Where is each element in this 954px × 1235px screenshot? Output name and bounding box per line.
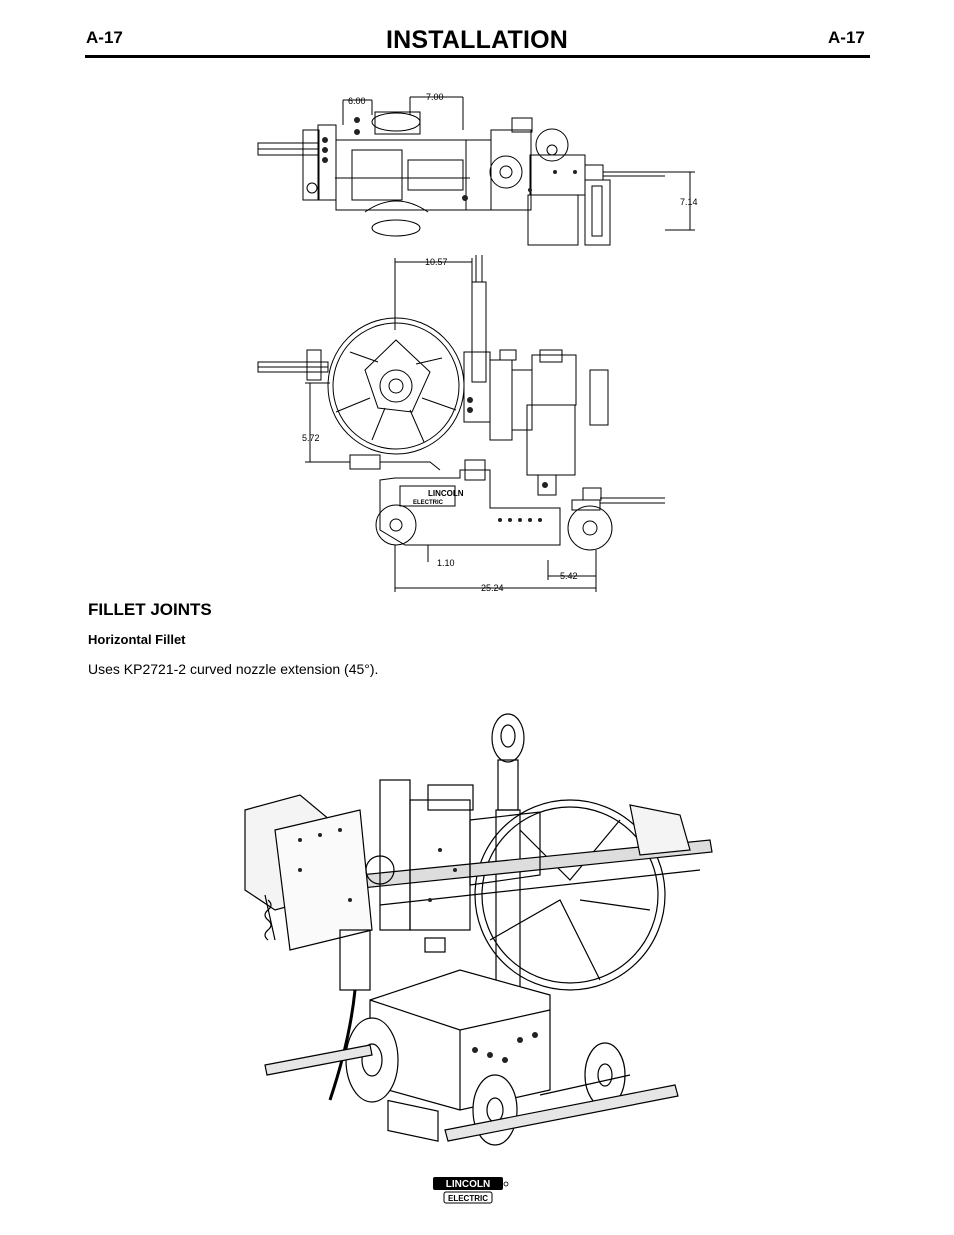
section-heading: FILLET JOINTS [88,600,212,619]
page-title: INSTALLATION [385,26,568,54]
dim-5-42: 5.42 [560,571,578,581]
lincoln-electric-logo: LINCOLN ELECTRIC [432,1176,510,1206]
logo-text-lincoln: LINCOLN [446,1179,490,1190]
page-number-right: A-17 [828,28,865,47]
section-subheading: Horizontal Fillet [88,632,186,647]
dim-25-24: 25.24 [481,583,504,593]
dim-6-00: 6.00 [348,96,366,106]
dim-10-57: 10.57 [425,257,448,267]
dim-7-00: 7.00 [426,92,444,102]
dim-1-10: 1.10 [437,558,455,568]
cart-badge-electric: ELECTRIC [413,500,444,506]
tractor-top-view-drawing: 6.00 7.00 7.14 [257,92,698,593]
dim-7-14: 7.14 [680,197,698,207]
page-number-left: A-17 [86,28,123,47]
logo-text-electric: ELECTRIC [448,1194,488,1203]
header-rule [85,55,870,58]
cart-badge-lincoln: LINCOLN [428,489,464,498]
tractor-isometric-illustration [244,713,713,1146]
section-text: Uses KP2721-2 curved nozzle extension (4… [88,661,379,677]
dim-5-72: 5.72 [302,433,320,443]
